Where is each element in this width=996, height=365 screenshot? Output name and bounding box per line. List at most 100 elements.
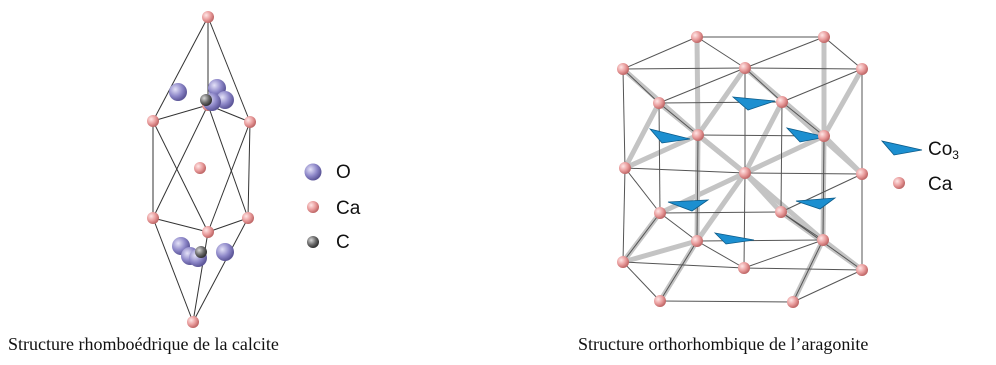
legend-label-oxygen: O (336, 162, 351, 183)
legend-label-carbon: C (336, 232, 350, 253)
bond (620, 238, 700, 265)
lattice-edge (622, 167, 626, 263)
lattice-edge (207, 217, 249, 233)
lattice-edge (622, 261, 661, 302)
lattice-edge (696, 36, 746, 69)
calcium-atom (653, 97, 665, 109)
lattice-edge (624, 167, 746, 174)
lattice-edge (659, 211, 782, 214)
lattice-edge (152, 217, 209, 233)
lattice-edge (152, 104, 209, 122)
calcium-atom (818, 31, 830, 43)
bond (622, 100, 662, 171)
lattice-edge (659, 300, 794, 303)
calcium-atom (787, 296, 799, 308)
lattice-edge (792, 269, 863, 303)
lattice-edge (207, 16, 251, 123)
bond (742, 133, 827, 176)
lattice-edge (247, 121, 251, 219)
lattice-edge (192, 217, 249, 323)
lattice-edge (622, 68, 626, 169)
calcium-atom (856, 264, 868, 276)
lattice-edge (792, 239, 824, 303)
lattice-edge (622, 261, 745, 269)
lattice-edge (781, 101, 825, 137)
carbonate-group (648, 128, 691, 144)
calcium-atom (776, 96, 788, 108)
aragonite-caption: Structure orthorhombique de l’aragonite (578, 334, 869, 354)
lattice-edge (658, 102, 661, 214)
lattice-edge (743, 172, 746, 269)
calcium-atom (242, 212, 254, 224)
calcium-legend-icon (893, 177, 905, 189)
calcium-atom (738, 262, 750, 274)
lattice-edge (659, 212, 698, 242)
carbon-legend-icon (307, 236, 319, 248)
lattice-edge (744, 172, 863, 175)
lattice-edge (658, 67, 746, 104)
oxygen-atom (216, 243, 234, 261)
lattice-edge (696, 240, 745, 269)
calcium-atom (692, 129, 704, 141)
lattice-edge (192, 231, 209, 323)
lattice-edge (696, 134, 699, 242)
aragonite-structure-diagram (617, 31, 868, 308)
calcium-atom (775, 206, 787, 218)
legend-label-calcium: Ca (928, 174, 953, 195)
calcium-atom (817, 234, 829, 246)
bond (657, 170, 748, 216)
lattice-edge (622, 67, 746, 70)
bond (694, 170, 748, 244)
calcium-atom (202, 226, 214, 238)
calcium-atom (147, 115, 159, 127)
oxygen-legend-icon (304, 163, 322, 181)
calcite-caption: Structure rhomboédrique de la calcite (8, 334, 279, 354)
lattice-edge (743, 267, 863, 271)
lattice-edge (622, 212, 661, 263)
lattice-edge (659, 240, 698, 302)
carbon-atom (195, 246, 207, 258)
lattice-edge (744, 67, 783, 103)
calcium-atom (202, 11, 214, 23)
bond (742, 99, 785, 176)
calcium-atom (739, 62, 751, 74)
carbonate-group (731, 96, 776, 111)
lattice-edge (743, 239, 824, 269)
calcium-atom (739, 167, 751, 179)
legend-label-carbonate: Co3 (928, 139, 959, 162)
lattice-edge (822, 135, 825, 241)
calcium-atom (691, 235, 703, 247)
calcium-atom (654, 207, 666, 219)
carbonate-legend-icon (880, 140, 923, 156)
legend-label-calcium: Ca (336, 198, 361, 219)
bond (694, 34, 701, 138)
lattice-edge (152, 217, 194, 323)
calcium-legend-icon (307, 201, 319, 213)
calcium-atom (194, 162, 206, 174)
calcium-atom (617, 63, 629, 75)
calcium-atom (654, 295, 666, 307)
oxygen-atom (169, 83, 187, 101)
lattice-edge (781, 68, 863, 103)
carbonate-group (713, 232, 755, 245)
calcium-atom (818, 130, 830, 142)
lattice-edge (152, 104, 209, 219)
lattice-edge (744, 36, 825, 69)
carbonate-group (795, 197, 837, 210)
lattice-edge (622, 68, 660, 104)
calcium-atom (244, 116, 256, 128)
lattice-edge (780, 173, 863, 213)
carbon-atom (200, 94, 212, 106)
calcite-structure-diagram (147, 11, 256, 328)
bond (742, 170, 826, 243)
bond (695, 65, 748, 138)
carbonate-group (785, 127, 827, 143)
lattice-edge (152, 16, 209, 122)
calcium-atom (691, 31, 703, 43)
carbonate-group (667, 199, 710, 212)
calcium-atom (856, 63, 868, 75)
lattice-edge (658, 102, 699, 136)
lattice-edge (622, 36, 698, 70)
lattice-edge (696, 239, 824, 242)
calcium-atom (856, 168, 868, 180)
